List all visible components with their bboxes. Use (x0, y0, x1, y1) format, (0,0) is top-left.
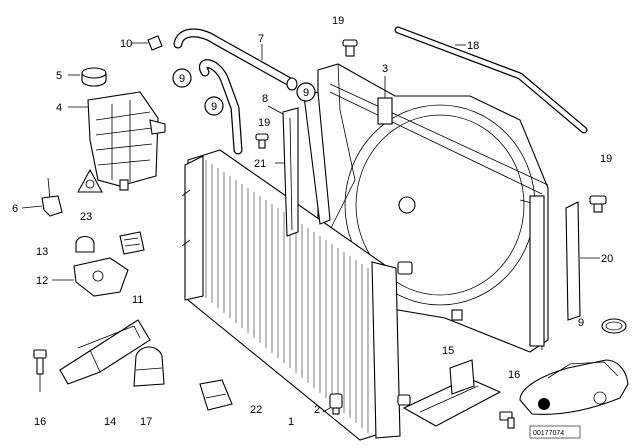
hose-clip (147, 35, 163, 51)
callout-16-a: 16 (34, 416, 46, 428)
push-rivet-right (589, 195, 607, 213)
callout-11: 11 (132, 294, 143, 306)
reference-number-box: 00177074 (529, 425, 581, 439)
callout-9-d: 9 (578, 317, 584, 329)
expansion-tank-cap (81, 67, 107, 87)
bolt-left (33, 349, 47, 375)
retaining-clip (199, 379, 233, 411)
callout-13: 13 (36, 246, 48, 258)
callout-9-b: 9 (211, 101, 217, 113)
callout-1: 1 (288, 416, 294, 428)
coolant-hose (173, 28, 298, 155)
callout-20: 20 (601, 253, 613, 265)
callout-4: 4 (56, 102, 62, 114)
push-rivet-middle (255, 133, 269, 149)
callout-8: 8 (262, 93, 268, 105)
radiator-fins (205, 160, 369, 433)
callout-15: 15 (442, 345, 454, 357)
radiator (181, 149, 413, 441)
callout-9-c: 9 (303, 87, 309, 99)
callout-18: 18 (467, 40, 479, 52)
leader-lines (21, 42, 600, 413)
rubber-mount (75, 231, 145, 255)
callout-19-c: 19 (600, 153, 612, 165)
rubber-boot (133, 346, 165, 387)
callout-10: 10 (120, 38, 132, 50)
car-locator-icon (519, 359, 629, 415)
callout-6: 6 (12, 203, 18, 215)
callout-labels: 10 5 4 6 23 7 9 9 9 8 19 21 19 3 18 19 2… (12, 15, 613, 428)
callout-9-ring-c (296, 82, 316, 102)
bolt-right (499, 411, 515, 429)
callout-7: 7 (258, 33, 264, 45)
hose-clamp-right (601, 318, 627, 334)
callout-2: 2 (314, 404, 320, 416)
mounting-bracket-lower (73, 257, 129, 297)
vertical-bracket-left (282, 107, 299, 237)
side-panel (565, 201, 581, 321)
callout-22: 22 (250, 404, 262, 416)
callout-21: 21 (254, 158, 266, 170)
expansion-tank (87, 91, 166, 191)
push-rivet-top (342, 39, 358, 57)
callout-9-ring-a (172, 68, 192, 88)
callout-17: 17 (140, 416, 152, 428)
callout-14: 14 (104, 416, 116, 428)
callout-5: 5 (56, 70, 62, 82)
callout-16-b: 16 (508, 369, 520, 381)
radiator-support (402, 359, 502, 427)
warning-label (77, 168, 103, 193)
temperature-switch (329, 393, 343, 415)
reference-number: 00177074 (533, 430, 564, 437)
callout-23: 23 (80, 211, 92, 223)
air-duct (59, 319, 151, 385)
callout-12: 12 (36, 275, 48, 287)
callout-9-ring-b (204, 96, 224, 116)
seal-strip (394, 26, 588, 134)
callout-9-a: 9 (179, 73, 185, 85)
callout-19-a: 19 (332, 15, 344, 27)
level-sensor (41, 177, 63, 217)
callout-3: 3 (382, 63, 388, 75)
callout-19-b: 19 (258, 117, 270, 129)
